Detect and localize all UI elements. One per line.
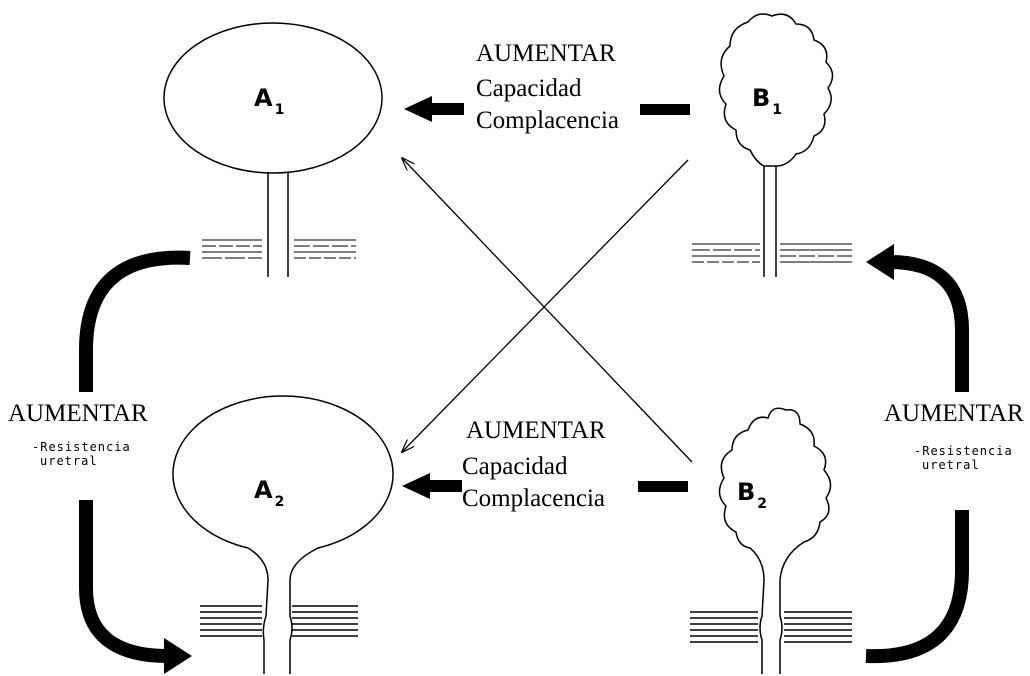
curved-arrow-b2-to-b1-head <box>866 244 894 280</box>
sphincter-a2 <box>200 605 358 637</box>
sphincter-b2 <box>690 611 852 643</box>
sphincter-b1 <box>692 243 852 263</box>
sphincter-a1 <box>202 239 356 259</box>
right-action-line1: -Resistencia <box>914 444 1013 458</box>
curved-arrow-b2-to-b1 <box>865 255 969 664</box>
arrow-b1-to-a1 <box>404 96 690 122</box>
curved-arrow-a1-to-a2-head <box>164 638 192 674</box>
left-action-line1: -Resistencia <box>32 440 131 454</box>
top-action-title: AUMENTAR <box>476 40 616 67</box>
arrow-b2-to-a2 <box>402 473 688 499</box>
bladder-b1 <box>718 13 834 277</box>
left-action-title: AUMENTAR <box>8 400 148 427</box>
curved-arrow-a1-to-a2 <box>79 250 191 663</box>
diagonal-arrow-b1-to-a2 <box>402 159 689 452</box>
bladder-a1 <box>163 22 383 277</box>
middle-action-line2: Complacencia <box>462 485 605 512</box>
bladder-a2 <box>172 395 394 674</box>
right-action-title: AUMENTAR <box>884 400 1024 427</box>
bladder-b2 <box>718 407 832 674</box>
diagonal-arrow-b2-to-a1 <box>402 158 693 463</box>
middle-action-line1: Capacidad <box>462 453 568 480</box>
right-action-line2: uretral <box>922 458 980 472</box>
left-action-line2: uretral <box>40 454 98 468</box>
top-action-line2: Complacencia <box>476 107 619 134</box>
middle-action-title: AUMENTAR <box>466 417 606 444</box>
top-action-line1: Capacidad <box>476 75 582 102</box>
